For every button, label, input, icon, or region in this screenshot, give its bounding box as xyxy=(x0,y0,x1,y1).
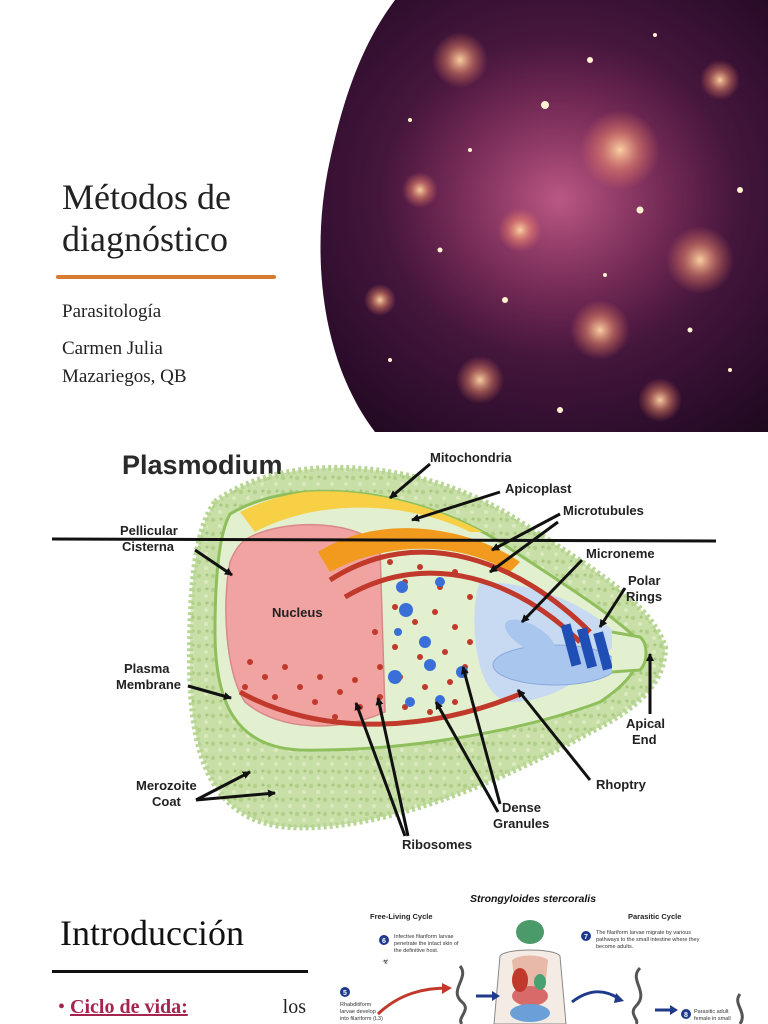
galaxy-background-image xyxy=(320,0,768,432)
diagram-title: Plasmodium xyxy=(122,450,283,480)
label-pellicular-1: Pellicular xyxy=(120,523,178,538)
author-line-2: Mazariegos, QB xyxy=(62,366,187,387)
step-8-number: 8 xyxy=(684,1012,688,1019)
label-plasma-2: Membrane xyxy=(116,677,181,692)
label-dense-1: Dense xyxy=(502,800,541,815)
step-5-marker xyxy=(340,987,350,997)
step-8-marker xyxy=(681,1009,691,1019)
biohazard-icon: ☣ xyxy=(382,957,389,966)
cycle-arrow-blue-2 xyxy=(571,990,619,1004)
microtubule-2 xyxy=(343,570,582,644)
step-7-text-2: pathways to the small intestine where th… xyxy=(596,937,700,943)
lifecycle-link[interactable]: Ciclo de vida: xyxy=(70,996,188,1018)
subtitle: Parasitología xyxy=(62,301,162,322)
title-line-1: Métodos de xyxy=(62,177,231,217)
introduction-rule xyxy=(52,970,308,973)
step-5-text-1: Rhabditiform xyxy=(340,1002,372,1008)
label-apicoplast: Apicoplast xyxy=(505,481,572,496)
step-5-number: 5 xyxy=(343,990,347,997)
apical-tip xyxy=(611,630,648,674)
larva-worm-3 xyxy=(736,993,744,1024)
separator-line xyxy=(51,537,717,543)
slide-title: Métodos de diagnóstico xyxy=(62,176,322,260)
label-merozoite-2: Coat xyxy=(152,794,182,809)
label-polar-1: Polar xyxy=(628,573,661,588)
label-nucleus: Nucleus xyxy=(272,605,323,620)
label-merozoite-1: Merozoite xyxy=(136,778,197,793)
parasitic-cycle-label: Parasitic Cycle xyxy=(628,912,681,921)
label-rhoptry: Rhoptry xyxy=(596,777,647,792)
microtubule-3 xyxy=(238,689,521,727)
plasmodium-diagram: Plasmodium xyxy=(51,450,717,852)
cycle-arrowhead-blue-3 xyxy=(670,1005,678,1015)
step-6-text-2: penetrate the intact skin of xyxy=(394,941,459,947)
title-slide: Métodos de diagnóstico Parasitología Car… xyxy=(0,0,768,432)
lifecycle-bullet: • Ciclo de vida: los xyxy=(58,996,306,1019)
diagram-arrows xyxy=(187,462,654,837)
cycle-arrowhead-red xyxy=(442,983,452,994)
step-7-marker xyxy=(581,931,591,941)
introduction-slide: Strongyloides stercoralis Free-Living Cy… xyxy=(0,868,768,1024)
cycle-arrow-red xyxy=(376,986,449,1016)
cycle-arrowhead-blue-1 xyxy=(492,991,500,1001)
introduction-title: Introducción xyxy=(60,913,244,953)
label-polar-2: Rings xyxy=(626,589,662,604)
step-7-text-3: become adults. xyxy=(596,944,634,950)
step-6-text-1: Infective filariform larvae xyxy=(394,934,454,940)
bullet-marker: • xyxy=(58,996,71,1018)
label-ribosomes: Ribosomes xyxy=(402,837,472,852)
title-line-2: diagnóstico xyxy=(62,219,228,259)
step-8-text-2: female in small xyxy=(694,1016,731,1022)
plasmodium-diagram-slide: Plasmodium xyxy=(0,432,768,868)
step-5-text-2: larvae develop xyxy=(340,1009,376,1015)
bullet-rest-text: los xyxy=(282,996,306,1018)
label-mitochondria: Mitochondria xyxy=(430,450,512,465)
label-apical-1: Apical xyxy=(626,716,665,731)
larva-worm-2 xyxy=(631,966,643,1024)
step-7-text-1: The filariform larvae migrate by various xyxy=(596,930,691,936)
label-microtubules: Microtubules xyxy=(563,503,644,518)
free-living-cycle-label: Free-Living Cycle xyxy=(370,912,433,921)
step-6-marker xyxy=(379,935,389,945)
step-5-text-3: into filariform (L3) xyxy=(340,1016,383,1022)
step-6-text-3: the definitive host. xyxy=(394,948,439,954)
label-pellicular-2: Cisterna xyxy=(122,539,175,554)
label-apical-2: End xyxy=(632,732,657,747)
author-line-1: Carmen Julia xyxy=(62,338,163,359)
polar-rings xyxy=(560,623,613,671)
step-8-text-1: Parasitic adult xyxy=(694,1009,729,1015)
cycle-arrowhead-blue-2 xyxy=(614,993,624,1003)
title-accent-line xyxy=(56,275,276,279)
label-microneme: Microneme xyxy=(586,546,655,561)
label-dense-2: Granules xyxy=(493,816,549,831)
label-plasma-1: Plasma xyxy=(124,661,170,676)
step-6-number: 6 xyxy=(382,938,386,945)
microneme xyxy=(505,619,555,655)
microtubule-1 xyxy=(328,549,592,634)
figure-title: Strongyloides stercoralis xyxy=(470,893,596,905)
step-7-number: 7 xyxy=(584,934,588,941)
dense-granules-cluster xyxy=(388,577,468,707)
mitochondria xyxy=(240,491,500,532)
strongyloides-lifecycle-figure: Strongyloides stercoralis Free-Living Cy… xyxy=(340,893,744,1024)
author-name: Carmen Julia Mazariegos, QB xyxy=(62,335,187,391)
human-figure xyxy=(493,920,567,1024)
larva-worm-1 xyxy=(455,965,467,1024)
